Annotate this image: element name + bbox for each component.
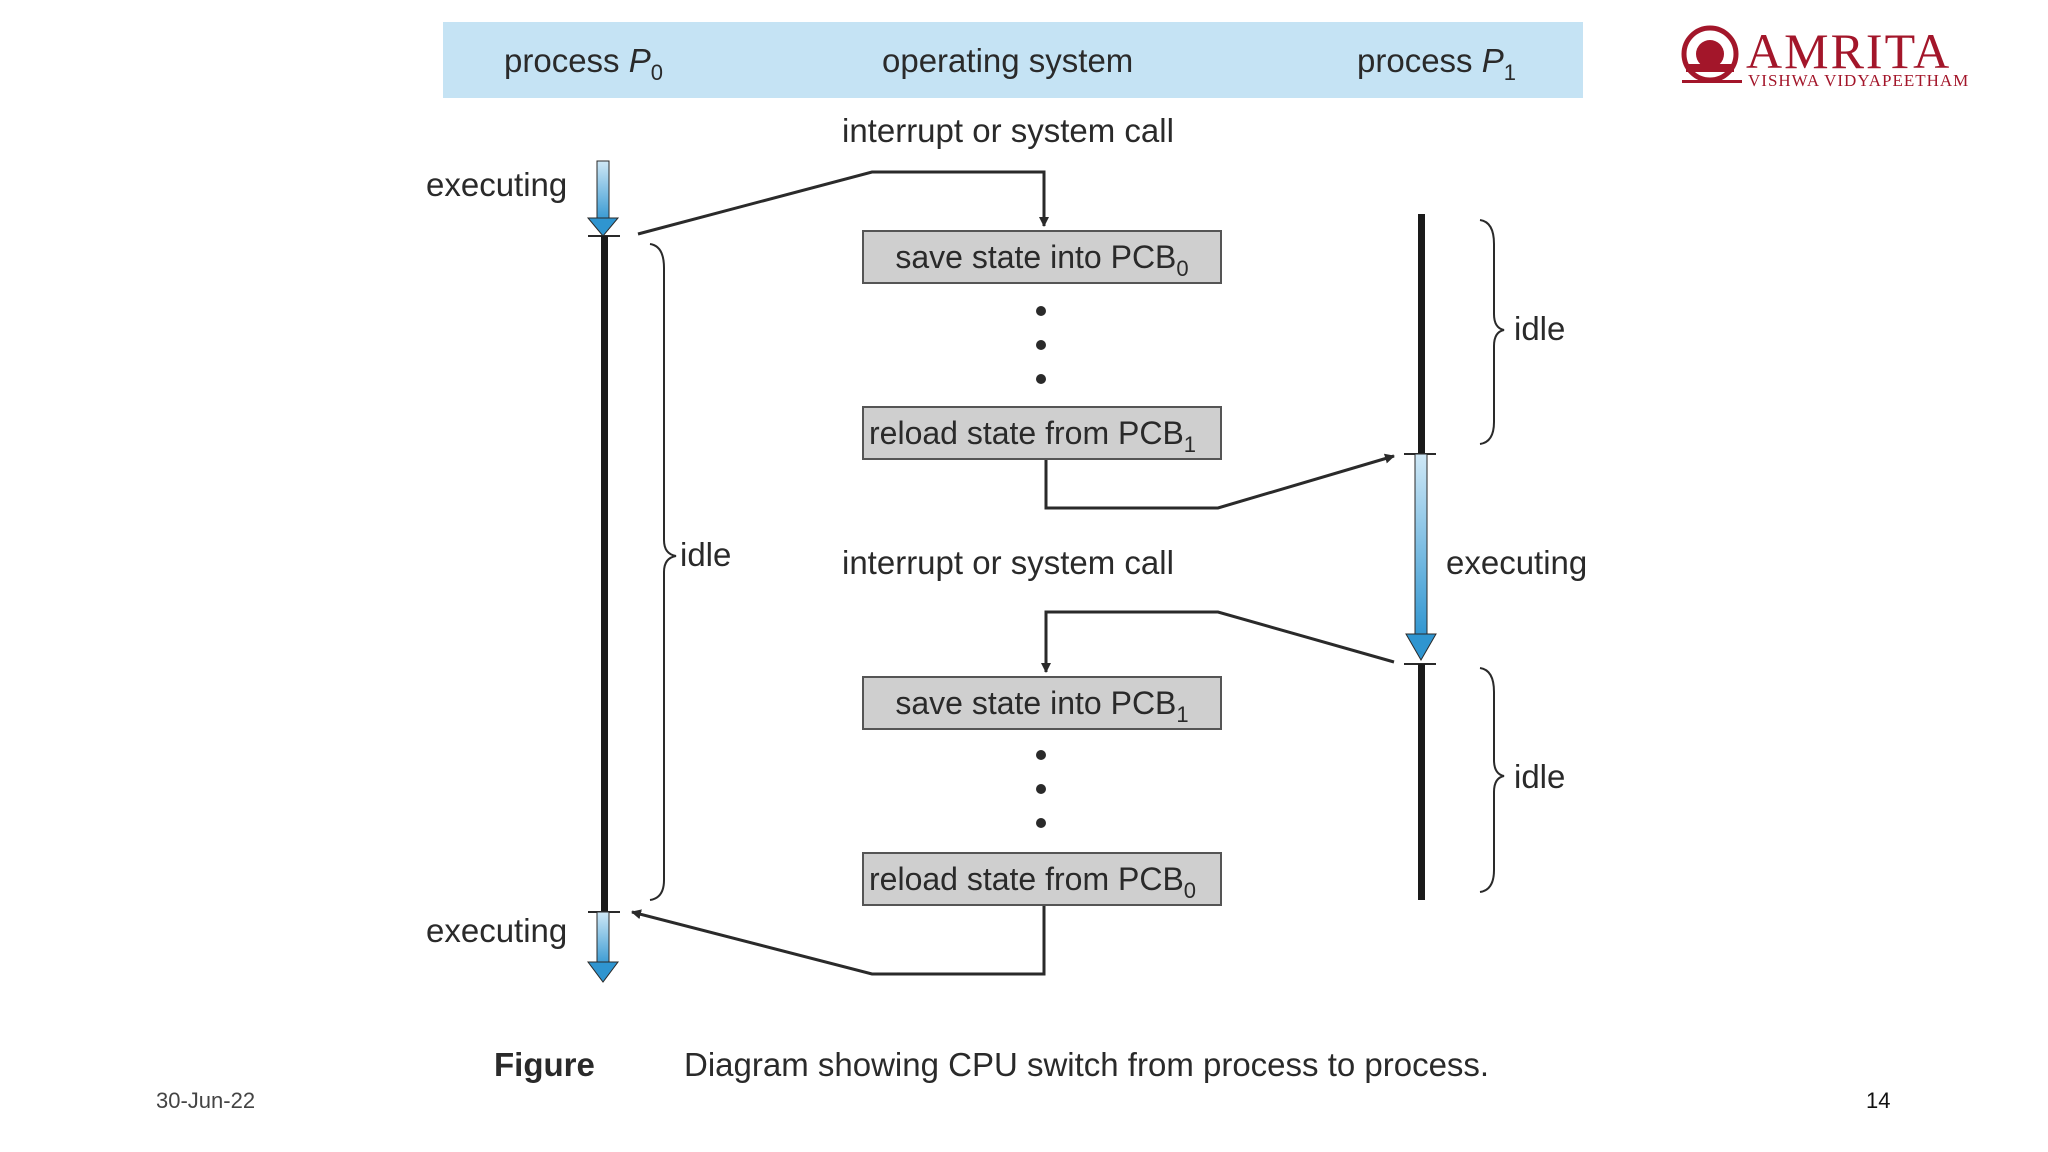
connector-p1-to-save-pcb1 bbox=[1041, 610, 1395, 673]
box-reload-state-pcb0: reload state from PCB0 bbox=[862, 852, 1222, 906]
box-reload-state-pcb1: reload state from PCB1 bbox=[862, 406, 1222, 460]
connector-reload-pcb1-to-p1 bbox=[1044, 453, 1395, 510]
header-band bbox=[443, 22, 1583, 98]
ellipsis-dot bbox=[1036, 340, 1046, 350]
p0-idle-line bbox=[601, 236, 608, 912]
box-save-state-pcb0: save state into PCB0 bbox=[862, 230, 1222, 284]
logo-tagline-rule bbox=[1682, 80, 1742, 83]
footer-date: 30-Jun-22 bbox=[156, 1088, 256, 1113]
page-number: 14 bbox=[1866, 1088, 1891, 1113]
ellipsis-dot bbox=[1036, 374, 1046, 384]
amrita-logo: AMRITA VISHWA VIDYAPEETHAM bbox=[1681, 24, 1969, 90]
box-reload-state-pcb1-sub: 1 bbox=[1183, 432, 1197, 457]
p0-executing-label-bottom: executing bbox=[426, 912, 568, 949]
ellipsis-dot bbox=[1036, 818, 1046, 828]
p1-executing-arrow bbox=[1405, 453, 1437, 662]
p0-executing-arrow-bottom bbox=[587, 911, 619, 983]
box-save-state-pcb1: save state into PCB1 bbox=[862, 676, 1222, 730]
p1-executing-label: executing bbox=[1446, 544, 1588, 581]
p1-idle-brace-bottom bbox=[1479, 667, 1505, 893]
ellipsis-dot bbox=[1036, 306, 1046, 316]
p1-idle-line-top bbox=[1418, 214, 1425, 454]
box-reload-state-pcb0-sub: 0 bbox=[1183, 878, 1197, 903]
p0-executing-label-top: executing bbox=[426, 166, 568, 203]
logo-subtitle: VISHWA VIDYAPEETHAM bbox=[1748, 71, 1969, 90]
ellipsis-dot bbox=[1036, 784, 1046, 794]
header-process-p0-sub: 0 bbox=[650, 60, 663, 85]
connector-reload-pcb0-to-p0 bbox=[631, 906, 1046, 976]
p1-idle-label-top: idle bbox=[1514, 310, 1566, 347]
header-process-p1: process P1 bbox=[1357, 44, 1516, 84]
header-process-p1-text: process P bbox=[1357, 42, 1504, 79]
header-process-p0-text: process P bbox=[504, 42, 651, 79]
p0-executing-arrow-top bbox=[586, 160, 620, 237]
p0-idle-label: idle bbox=[680, 536, 732, 573]
box-reload-state-pcb1-text: reload state from PCB bbox=[869, 415, 1184, 451]
box-save-state-pcb1-text: save state into PCB bbox=[895, 685, 1177, 721]
logo-wordmark: AMRITA bbox=[1746, 24, 1951, 79]
interrupt-label-mid: interrupt or system call bbox=[842, 544, 1174, 581]
figure-caption: Diagram showing CPU switch from process … bbox=[684, 1046, 1490, 1083]
ellipsis-dot bbox=[1036, 750, 1046, 760]
box-save-state-pcb0-sub: 0 bbox=[1176, 256, 1189, 281]
p1-idle-label-bottom: idle bbox=[1514, 758, 1566, 795]
box-reload-state-pcb0-text: reload state from PCB bbox=[869, 861, 1184, 897]
header-operating-system: operating system bbox=[882, 42, 1134, 79]
p1-idle-line-bottom bbox=[1418, 664, 1425, 900]
header-process-p0: process P0 bbox=[504, 44, 663, 84]
interrupt-label-top: interrupt or system call bbox=[842, 112, 1174, 149]
box-save-state-pcb1-sub: 1 bbox=[1176, 702, 1189, 727]
box-save-state-pcb0-text: save state into PCB bbox=[895, 239, 1177, 275]
figure-label: Figure bbox=[494, 1046, 595, 1083]
header-process-p1-sub: 1 bbox=[1503, 60, 1516, 85]
p0-idle-brace bbox=[649, 243, 677, 901]
connector-p0-to-save-pcb0 bbox=[637, 170, 1049, 236]
p1-idle-brace-top bbox=[1479, 219, 1505, 445]
